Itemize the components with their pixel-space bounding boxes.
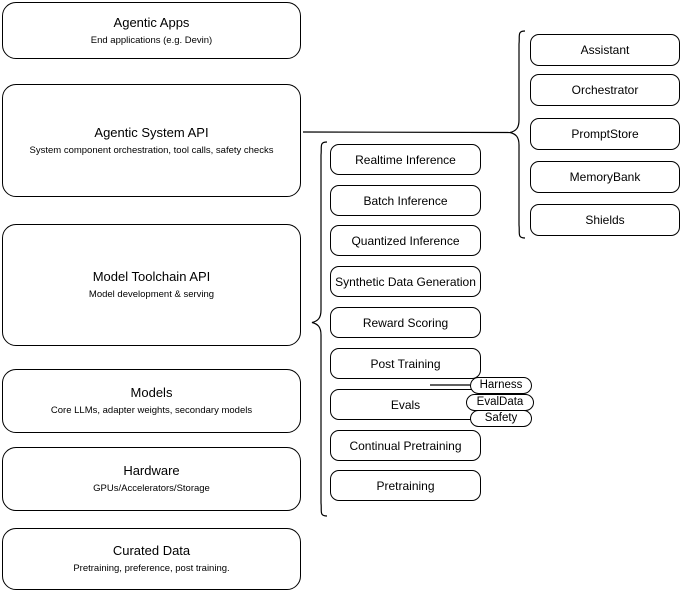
layer-agentic-apps[interactable]: Agentic Apps End applications (e.g. Devi… xyxy=(2,2,301,59)
capability-label: Quantized Inference xyxy=(351,233,460,248)
component-label: Orchestrator xyxy=(571,83,639,97)
component-label: Assistant xyxy=(580,43,630,57)
eval-subitem-safety[interactable]: Safety xyxy=(470,410,532,427)
layer-subtitle: GPUs/Accelerators/Storage xyxy=(93,483,210,494)
layer-title: Hardware xyxy=(123,463,180,478)
capability-pretraining[interactable]: Pretraining xyxy=(330,470,481,501)
capability-label: Pretraining xyxy=(376,478,435,493)
capability-synthetic-data-generation[interactable]: Synthetic Data Generation xyxy=(330,266,481,297)
component-assistant[interactable]: Assistant xyxy=(530,34,680,66)
component-label: Shields xyxy=(585,213,625,227)
brace-toolchain-capabilities xyxy=(311,141,328,517)
layer-hardware[interactable]: Hardware GPUs/Accelerators/Storage xyxy=(2,447,301,511)
capability-evals[interactable]: Evals xyxy=(330,389,481,420)
layer-subtitle: System component orchestration, tool cal… xyxy=(29,144,274,156)
eval-subitem-harness[interactable]: Harness xyxy=(470,377,532,394)
layer-agentic-system-api[interactable]: Agentic System API System component orch… xyxy=(2,84,301,197)
layer-title: Curated Data xyxy=(112,543,191,558)
component-promptstore[interactable]: PromptStore xyxy=(530,118,680,150)
layer-subtitle: End applications (e.g. Devin) xyxy=(90,34,213,46)
connector-system-api-line xyxy=(302,131,511,134)
capability-quantized-inference[interactable]: Quantized Inference xyxy=(330,225,481,256)
layer-title: Model Toolchain API xyxy=(92,269,211,284)
layer-subtitle: Model development & serving xyxy=(88,289,215,300)
eval-subitem-label: Harness xyxy=(479,379,523,391)
capability-label: Evals xyxy=(390,397,421,412)
layer-subtitle: Core LLMs, adapter weights, secondary mo… xyxy=(50,405,253,416)
layer-title: Models xyxy=(130,385,173,400)
layer-title: Agentic Apps xyxy=(113,14,190,30)
capability-post-training[interactable]: Post Training xyxy=(330,348,481,379)
capability-continual-pretraining[interactable]: Continual Pretraining xyxy=(330,430,481,461)
eval-subitem-evaldata[interactable]: EvalData xyxy=(466,394,534,411)
capability-realtime-inference[interactable]: Realtime Inference xyxy=(330,144,481,175)
capability-label: Reward Scoring xyxy=(362,315,449,330)
brace-system-components xyxy=(509,30,526,239)
capability-label: Post Training xyxy=(370,356,441,371)
layer-models[interactable]: Models Core LLMs, adapter weights, secon… xyxy=(2,369,301,433)
layer-subtitle: Pretraining, preference, post training. xyxy=(73,563,230,574)
component-shields[interactable]: Shields xyxy=(530,204,680,236)
capability-batch-inference[interactable]: Batch Inference xyxy=(330,185,481,216)
eval-subitem-label: Safety xyxy=(484,412,518,424)
layer-model-toolchain-api[interactable]: Model Toolchain API Model development & … xyxy=(2,224,301,346)
component-memorybank[interactable]: MemoryBank xyxy=(530,161,680,193)
capability-label: Realtime Inference xyxy=(355,152,456,167)
layer-curated-data[interactable]: Curated Data Pretraining, preference, po… xyxy=(2,528,301,590)
capability-label: Continual Pretraining xyxy=(349,438,462,453)
layer-title: Agentic System API xyxy=(94,124,209,140)
capability-label: Synthetic Data Generation xyxy=(335,274,476,289)
component-orchestrator[interactable]: Orchestrator xyxy=(530,74,680,106)
eval-subitem-label: EvalData xyxy=(476,396,524,408)
component-label: PromptStore xyxy=(571,127,639,141)
capability-reward-scoring[interactable]: Reward Scoring xyxy=(330,307,481,338)
component-label: MemoryBank xyxy=(569,170,641,184)
capability-label: Batch Inference xyxy=(363,193,448,208)
